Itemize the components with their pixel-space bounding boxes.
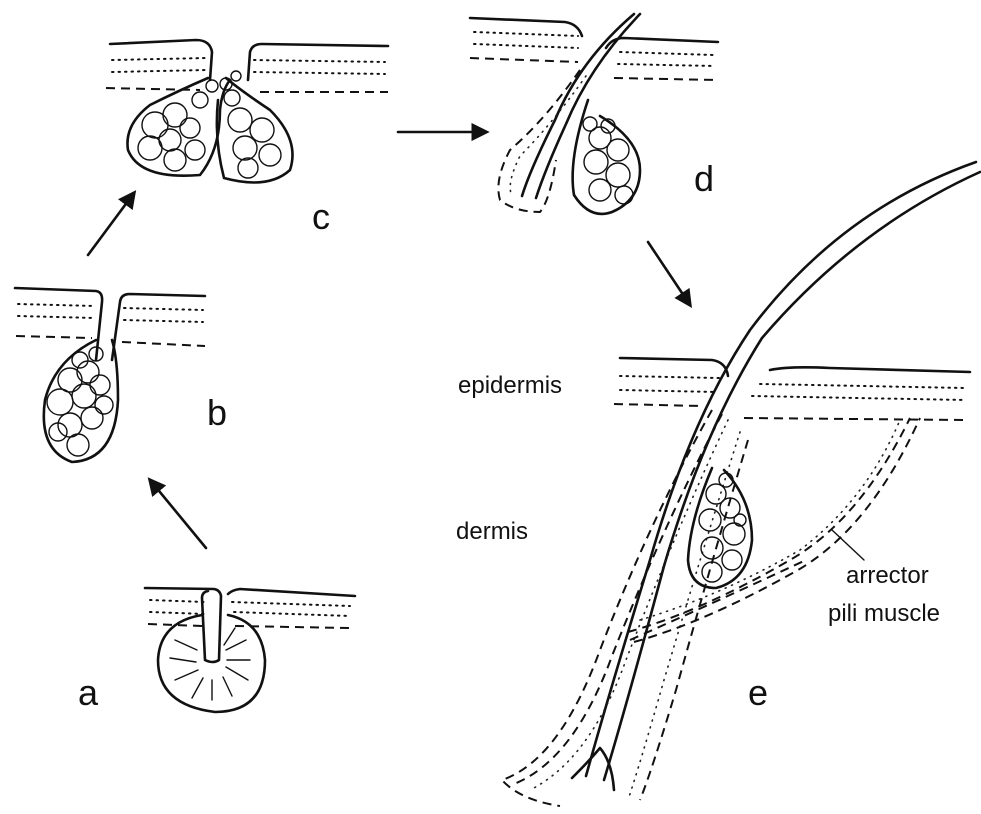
stage-label-e: e xyxy=(748,672,768,714)
stage-label-b: b xyxy=(207,392,227,434)
stage-label-d: d xyxy=(694,158,714,200)
stage-d-drawing xyxy=(470,14,718,214)
label-arrector-line1: arrector xyxy=(846,562,929,590)
stage-label-a: a xyxy=(78,672,98,714)
label-epidermis: epidermis xyxy=(458,372,562,400)
stage-e-drawing xyxy=(502,162,980,806)
label-dermis: dermis xyxy=(456,518,528,546)
label-arrector-line2: pili muscle xyxy=(828,600,940,628)
stage-a-drawing xyxy=(145,588,355,712)
arrow-a-to-b xyxy=(150,480,206,548)
arrow-d-to-e xyxy=(648,242,690,305)
arrector-leader-line xyxy=(832,530,864,560)
stage-b-drawing xyxy=(15,288,205,462)
stage-c-drawing xyxy=(106,40,388,183)
arrow-b-to-c xyxy=(88,193,134,255)
stage-label-c: c xyxy=(312,196,330,238)
